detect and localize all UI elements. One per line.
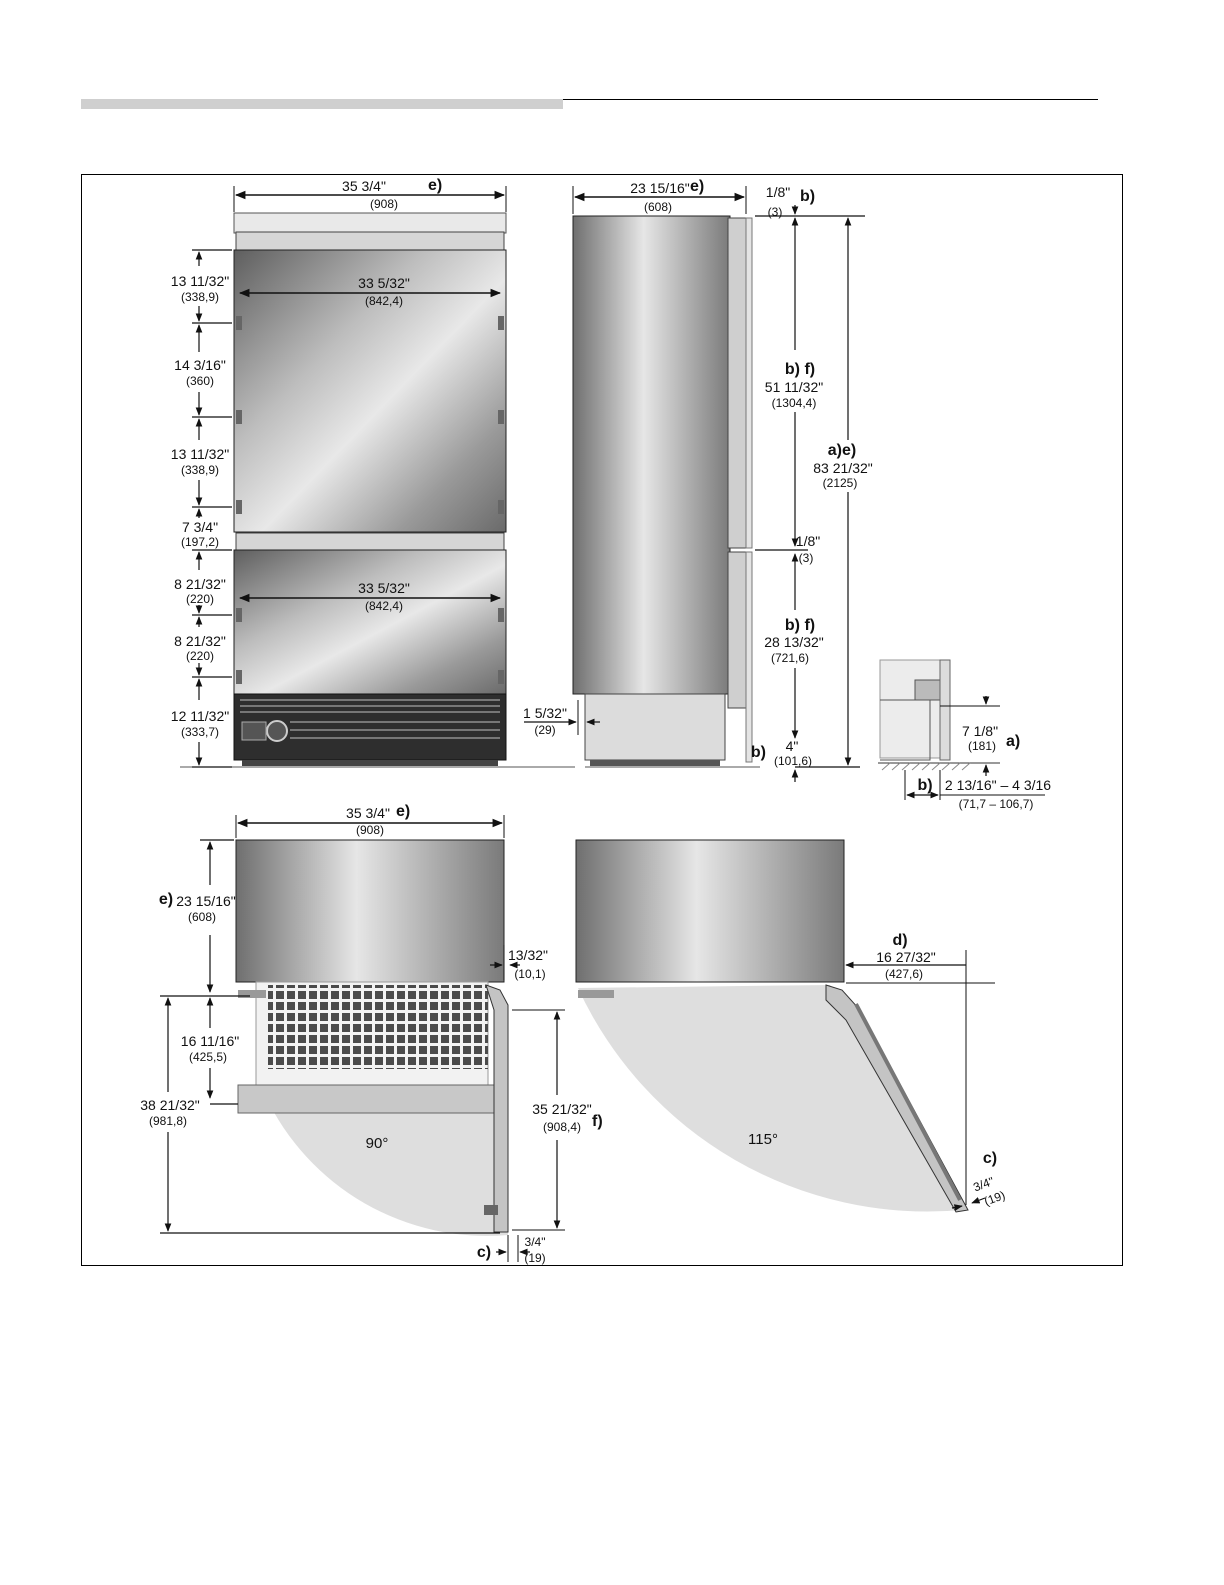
plan90-offset-dimension: 13/32" (10,1) xyxy=(490,945,548,981)
front-d4-mm: (197,2) xyxy=(181,535,219,549)
header-gray-bar xyxy=(81,99,563,109)
side-gap-top-ref: b) xyxy=(800,188,815,205)
plan115-c-in: 3/4" xyxy=(971,1174,995,1194)
side-base-in: 4" xyxy=(786,738,799,754)
plan-115-view xyxy=(575,839,969,1213)
side-toe-dimension: 1 5/32" (29) xyxy=(523,700,600,737)
front-d6-mm: (220) xyxy=(186,649,214,663)
side-upper-ref: b) f) xyxy=(785,361,815,378)
plan90-d1-in: 16 11/16" xyxy=(181,1033,239,1049)
toe-detail xyxy=(878,659,1045,800)
lower-hinge-rail xyxy=(235,532,505,552)
plan115-c-ref: c) xyxy=(983,1150,997,1167)
plan90-clear-in: 3/4" xyxy=(525,1235,546,1249)
plan90-door-ref: f) xyxy=(592,1113,603,1130)
plan90-d1-mm: (425,5) xyxy=(189,1050,227,1064)
front-d6-in: 8 21/32" xyxy=(174,633,226,649)
side-depth-ref: e) xyxy=(690,178,704,195)
plan90-door-dimension: 35 21/32" f) (908,4) xyxy=(512,1009,603,1231)
detail-range-mm: (71,7 – 106,7) xyxy=(959,797,1034,811)
front-width-mm: (908) xyxy=(370,197,398,211)
front-width-dimension: 35 3/4" e) (908) xyxy=(233,177,507,212)
inner-bottom-in: 33 5/32" xyxy=(358,580,410,596)
front-d7-in: 12 11/32" xyxy=(171,708,229,724)
front-d2-in: 14 3/16" xyxy=(174,357,226,373)
side-gap-mid-mm: (3) xyxy=(799,551,814,565)
plan115-d-mm: (427,6) xyxy=(885,967,923,981)
plan90-depth-in: 23 15/16" xyxy=(176,893,235,909)
side-lower-mm: (721,6) xyxy=(771,651,809,665)
inner-top-mm: (842,4) xyxy=(365,294,403,308)
lower-door-panel xyxy=(233,549,507,695)
plan90-clear-mm: (19) xyxy=(524,1251,545,1265)
front-d2-mm: (360) xyxy=(186,374,214,388)
detail-range-ref: b) xyxy=(917,777,932,794)
plan115-angle: 115° xyxy=(748,1131,778,1148)
detail-h-in: 7 1/8" xyxy=(962,723,998,739)
front-d4-in: 7 3/4" xyxy=(182,519,218,535)
plan90-depth-mm: (608) xyxy=(188,910,216,924)
front-inner-top-dimension: 33 5/32" (842,4) xyxy=(238,275,502,308)
plan90-width-dimension: 35 3/4" e) (908) xyxy=(235,803,505,838)
plan90-width-mm: (908) xyxy=(356,823,384,837)
plan90-left-dimensions xyxy=(160,839,500,1234)
side-depth-mm: (608) xyxy=(644,200,672,214)
front-inner-bottom-dimension: 33 5/32" (842,4) xyxy=(238,580,502,613)
side-gap-top-in: 1/8" xyxy=(766,184,790,200)
plan90-door-mm: (908,4) xyxy=(543,1120,581,1134)
inner-bottom-mm: (842,4) xyxy=(365,599,403,613)
toe-in: 1 5/32" xyxy=(523,705,567,721)
inner-top-in: 33 5/32" xyxy=(358,275,410,291)
plan90-off-in: 13/32" xyxy=(508,947,548,963)
plan90-width-in: 35 3/4" xyxy=(346,805,390,821)
header-rule xyxy=(563,99,1098,100)
plan90-d2-in: 38 21/32" xyxy=(140,1097,199,1113)
side-depth-in: 23 15/16" xyxy=(630,180,689,196)
side-upper-mm: (1304,4) xyxy=(772,396,817,410)
side-gap-mid-in: 1/8" xyxy=(796,533,820,549)
front-d1-mm: (338,9) xyxy=(181,290,219,304)
plan90-clearance-dimension: c) 3/4" (19) xyxy=(477,1235,546,1265)
side-lower-ref: b) f) xyxy=(785,617,815,634)
detail-h-mm: (181) xyxy=(968,739,996,753)
side-base-mm: (101,6) xyxy=(774,754,812,768)
detail-h-ref: a) xyxy=(1006,733,1020,750)
front-d3-in: 13 11/32" xyxy=(171,446,229,462)
plan115-d-ref: d) xyxy=(892,932,907,949)
plan-90-view xyxy=(235,839,509,1236)
plan115-d-dimension: d) 16 27/32" (427,6) xyxy=(845,932,995,1205)
side-right-dimension-chain xyxy=(755,205,865,782)
side-lower-in: 28 13/32" xyxy=(764,634,823,650)
front-width-ref: e) xyxy=(428,177,442,194)
plan90-clear-ref: c) xyxy=(477,1244,491,1261)
side-upper-in: 51 11/32" xyxy=(765,379,823,395)
plan90-depth-ref: e) xyxy=(159,891,173,908)
front-width-in: 35 3/4" xyxy=(342,178,386,194)
front-d3-mm: (338,9) xyxy=(181,463,219,477)
front-d1-in: 13 11/32" xyxy=(171,273,229,289)
plan90-off-mm: (10,1) xyxy=(514,967,545,981)
drawing-frame xyxy=(81,174,1123,1266)
side-depth-dimension: 23 15/16" e) (608) xyxy=(572,178,747,214)
side-gap-top-mm: (3) xyxy=(768,205,783,219)
front-d5-in: 8 21/32" xyxy=(174,576,226,592)
side-view xyxy=(572,215,753,766)
plan90-door-in: 35 21/32" xyxy=(532,1101,591,1117)
side-base-ref: b) xyxy=(751,744,766,761)
upper-hinge-rail xyxy=(235,231,505,251)
detail-range-in: 2 13/16" – 4 3/16 xyxy=(945,777,1051,793)
plan90-angle: 90° xyxy=(366,1135,389,1152)
toe-mm: (29) xyxy=(534,723,555,737)
front-d5-mm: (220) xyxy=(186,592,214,606)
side-total-in: 83 21/32" xyxy=(813,460,872,476)
plan90-width-ref: e) xyxy=(396,803,410,820)
plan115-d-in: 16 27/32" xyxy=(876,949,935,965)
side-total-mm: (2125) xyxy=(823,476,858,490)
plan90-d2-mm: (981,8) xyxy=(149,1114,187,1128)
plan115-c-mm: (19) xyxy=(982,1188,1007,1208)
side-total-ref: a)e) xyxy=(828,442,856,459)
front-d7-mm: (333,7) xyxy=(181,725,219,739)
front-left-dimension-chain xyxy=(192,249,232,768)
